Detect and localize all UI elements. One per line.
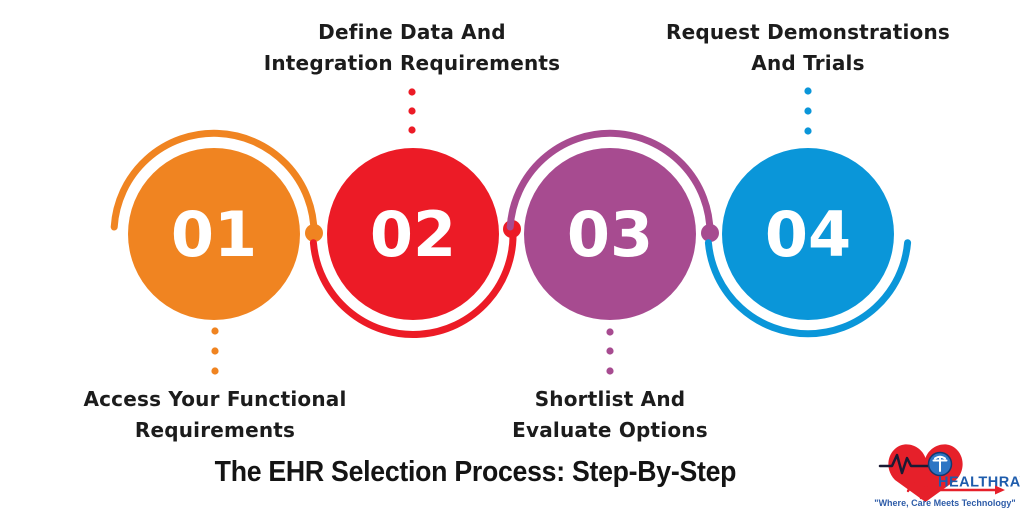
- step-3-label-line2: Evaluate Options: [512, 418, 708, 442]
- step-4-circle: [722, 148, 894, 320]
- dot: [804, 87, 812, 95]
- page-title: The EHR Selection Process: Step-By-Step: [0, 456, 950, 489]
- dot: [408, 107, 416, 115]
- dot: [606, 328, 614, 336]
- step-3-label-line1: Shortlist And: [534, 387, 686, 411]
- step-1-arc: [110, 129, 318, 238]
- dot: [804, 127, 812, 135]
- step-4-dotted-connector: [804, 87, 812, 135]
- page-title-text: The EHR Selection Process: Step-By-Step: [214, 456, 736, 488]
- step-1-label-line1: Access Your Functional: [83, 387, 347, 411]
- step-2-dotted-connector: [408, 88, 416, 134]
- dot: [408, 88, 416, 96]
- step-1-label-line2: Requirements: [134, 418, 296, 442]
- step-3-connector-dot: [701, 224, 719, 242]
- logo-tagline: "Where, Care Meets Technology": [874, 498, 1015, 508]
- ekg-line-icon: [878, 453, 931, 475]
- dot: [211, 367, 219, 375]
- step-1-circle: [128, 148, 300, 320]
- step-4-number: 04: [765, 198, 851, 271]
- dot: [606, 347, 614, 355]
- step-3-circle: [524, 148, 696, 320]
- step-1-dotted-connector: [211, 327, 219, 375]
- step-1-connector-dot: [305, 224, 323, 242]
- ekg-arrow-line-icon: [906, 477, 998, 500]
- dot: [211, 327, 219, 335]
- step-3-number: 03: [567, 198, 653, 271]
- step-3-arc: [506, 129, 714, 238]
- caduceus-icon: [932, 455, 948, 472]
- step-2-label: Define Data And Integration Requirements: [222, 17, 602, 79]
- step-4-label-line2: And Trials: [751, 51, 865, 75]
- logo-brand-text: HEALTHRAY: [938, 475, 1020, 491]
- step-4-arc: [704, 239, 912, 338]
- step-4-group: 04: [704, 87, 912, 338]
- step-2-label-line1: Define Data And: [318, 20, 506, 44]
- step-3-group: 03: [506, 129, 719, 375]
- step-2-group: 02: [309, 88, 521, 338]
- heart-icon: [888, 444, 963, 502]
- step-4-label-line1: Request Demonstrations: [665, 20, 951, 44]
- step-2-number: 02: [370, 198, 456, 271]
- dot: [606, 367, 614, 375]
- step-2-circle: [327, 148, 499, 320]
- dot: [804, 107, 812, 115]
- step-2-arc: [309, 225, 517, 338]
- dot: [408, 126, 416, 134]
- step-2-label-line2: Integration Requirements: [263, 51, 561, 75]
- arrow-head-icon: [995, 485, 1005, 495]
- step-1-group: 01: [110, 129, 323, 375]
- step-3-dotted-connector: [606, 328, 614, 375]
- step-1-number: 01: [171, 198, 257, 271]
- step-3-label: Shortlist And Evaluate Options: [420, 384, 800, 446]
- step-4-label: Request Demonstrations And Trials: [618, 17, 998, 79]
- dot: [211, 347, 219, 355]
- healthray-logo: HEALTHRAY "Where, Care Meets Technology": [874, 444, 1020, 508]
- step-1-label: Access Your Functional Requirements: [25, 384, 405, 446]
